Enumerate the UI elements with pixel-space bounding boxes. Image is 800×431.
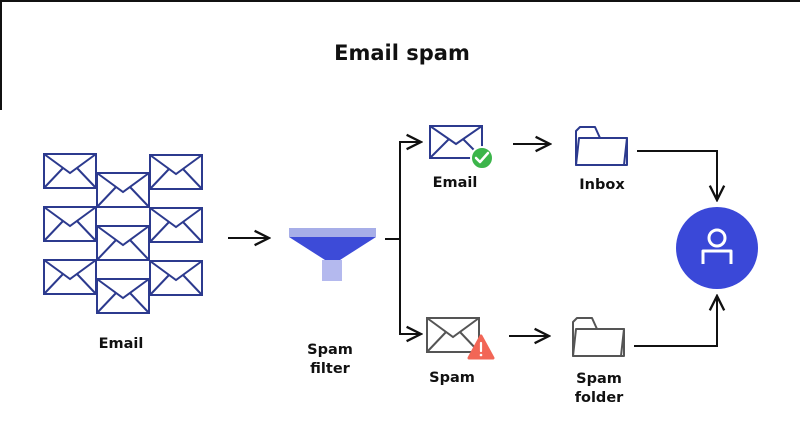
email-pile-label: Email: [98, 336, 144, 352]
spam-filter-label-line1: Spam: [307, 342, 353, 358]
envelope-icon: [96, 225, 150, 261]
envelope-icon: [149, 154, 203, 190]
spam-folder-label-line1: Spam: [576, 371, 622, 387]
inbox-label: Inbox: [579, 177, 625, 193]
funnel-icon: [289, 228, 376, 281]
legit-email: [429, 125, 494, 170]
envelope-icon: [149, 260, 203, 296]
folder-icon: [572, 317, 625, 357]
diagram-title: Email spam: [334, 41, 470, 65]
envelope-icon: [426, 317, 480, 353]
folder-icon: [575, 126, 628, 166]
spam-out-label: Spam: [429, 370, 475, 386]
connector-spam-folder-to-user: [634, 296, 717, 347]
spam-filter-label-line2: filter: [310, 361, 350, 377]
email-out-label: Email: [432, 175, 478, 191]
frame-edge-left: [0, 0, 2, 110]
connector-inbox-to-user: [637, 150, 717, 200]
envelope-icon: [96, 278, 150, 314]
warning-badge-icon: [467, 334, 495, 360]
envelope-icon: [43, 259, 97, 295]
spam-folder-label-line2: folder: [574, 390, 624, 406]
spam-email: [426, 317, 495, 360]
email-pile: [43, 153, 203, 314]
envelope-icon: [96, 172, 150, 208]
envelope-icon: [149, 207, 203, 243]
frame-edge-top: [0, 0, 800, 2]
envelope-icon: [43, 153, 97, 189]
branch-connector: [385, 142, 421, 334]
user-icon: [676, 207, 758, 289]
check-badge-icon: [470, 146, 494, 170]
envelope-icon: [43, 206, 97, 242]
